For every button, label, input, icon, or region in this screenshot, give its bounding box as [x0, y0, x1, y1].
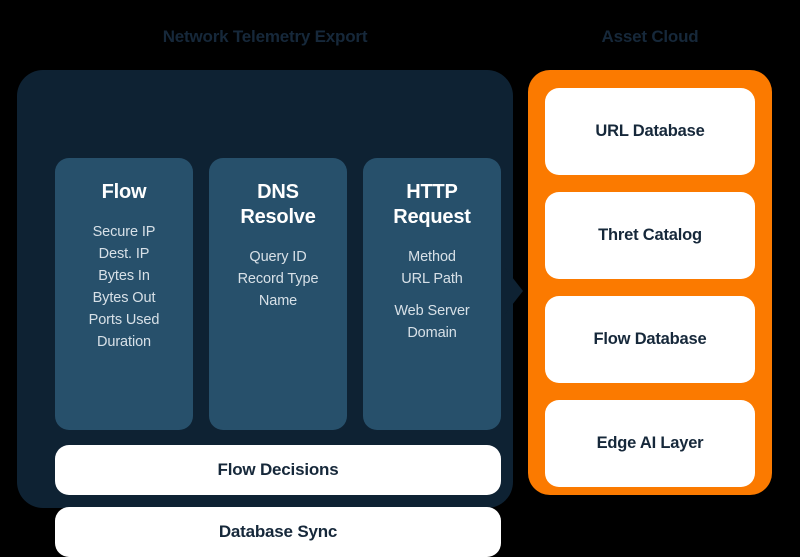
flow-decisions-bar: Flow Decisions [55, 445, 501, 495]
right-panel-title: Asset Cloud [601, 27, 699, 46]
database-sync-bar: Database Sync [55, 507, 501, 557]
flow-column-title: Flow [101, 181, 147, 203]
http-request-title-line-2: Request [393, 206, 471, 228]
http-request-item: Domain [407, 325, 457, 341]
http-request-item: Method [408, 249, 456, 265]
flow-item: Bytes In [98, 268, 150, 284]
url-database-label: URL Database [595, 122, 705, 140]
left-panel-title: Network Telemetry Export [162, 27, 368, 46]
database-sync-label: Database Sync [218, 522, 338, 541]
flow-item: Duration [96, 334, 151, 350]
dns-resolve-column-card: DNS Resolve Query ID Record Type Name [209, 158, 347, 430]
dns-resolve-item: Query ID [249, 249, 307, 265]
flow-item: Secure IP [92, 224, 156, 240]
thret-catalog-label: Thret Catalog [598, 226, 702, 244]
http-request-title-line-1: HTTP [406, 181, 458, 203]
flow-item: Dest. IP [98, 246, 150, 262]
thret-catalog-card: Thret Catalog [545, 192, 755, 279]
dns-resolve-title-line-2: Resolve [240, 206, 316, 228]
flow-database-card: Flow Database [545, 296, 755, 383]
edge-ai-layer-label: Edge AI Layer [596, 434, 704, 452]
http-request-item: URL Path [401, 271, 463, 287]
http-request-column-card: HTTP Request Method URL Path Web Server … [363, 158, 501, 430]
arrow-right-icon [505, 268, 523, 314]
diagram-canvas: Network Telemetry Export Asset Cloud Flo… [17, 27, 772, 557]
url-database-card: URL Database [545, 88, 755, 175]
dns-resolve-item: Record Type [237, 271, 319, 287]
network-telemetry-export-panel: Flow Secure IP Dest. IP Bytes In Bytes O… [17, 70, 513, 557]
flow-database-label: Flow Database [593, 330, 707, 348]
flow-decisions-label: Flow Decisions [217, 460, 339, 479]
dns-resolve-item: Name [258, 293, 298, 309]
http-request-column-title: HTTP Request [371, 180, 493, 230]
edge-ai-layer-card: Edge AI Layer [545, 400, 755, 487]
http-request-item: Web Server [394, 303, 470, 319]
dns-resolve-column-title: DNS Resolve [217, 180, 339, 230]
dns-resolve-title-line-1: DNS [257, 181, 299, 203]
flow-column-card: Flow Secure IP Dest. IP Bytes In Bytes O… [55, 158, 193, 430]
flow-item: Ports Used [88, 312, 160, 328]
flow-item: Bytes Out [92, 290, 156, 306]
